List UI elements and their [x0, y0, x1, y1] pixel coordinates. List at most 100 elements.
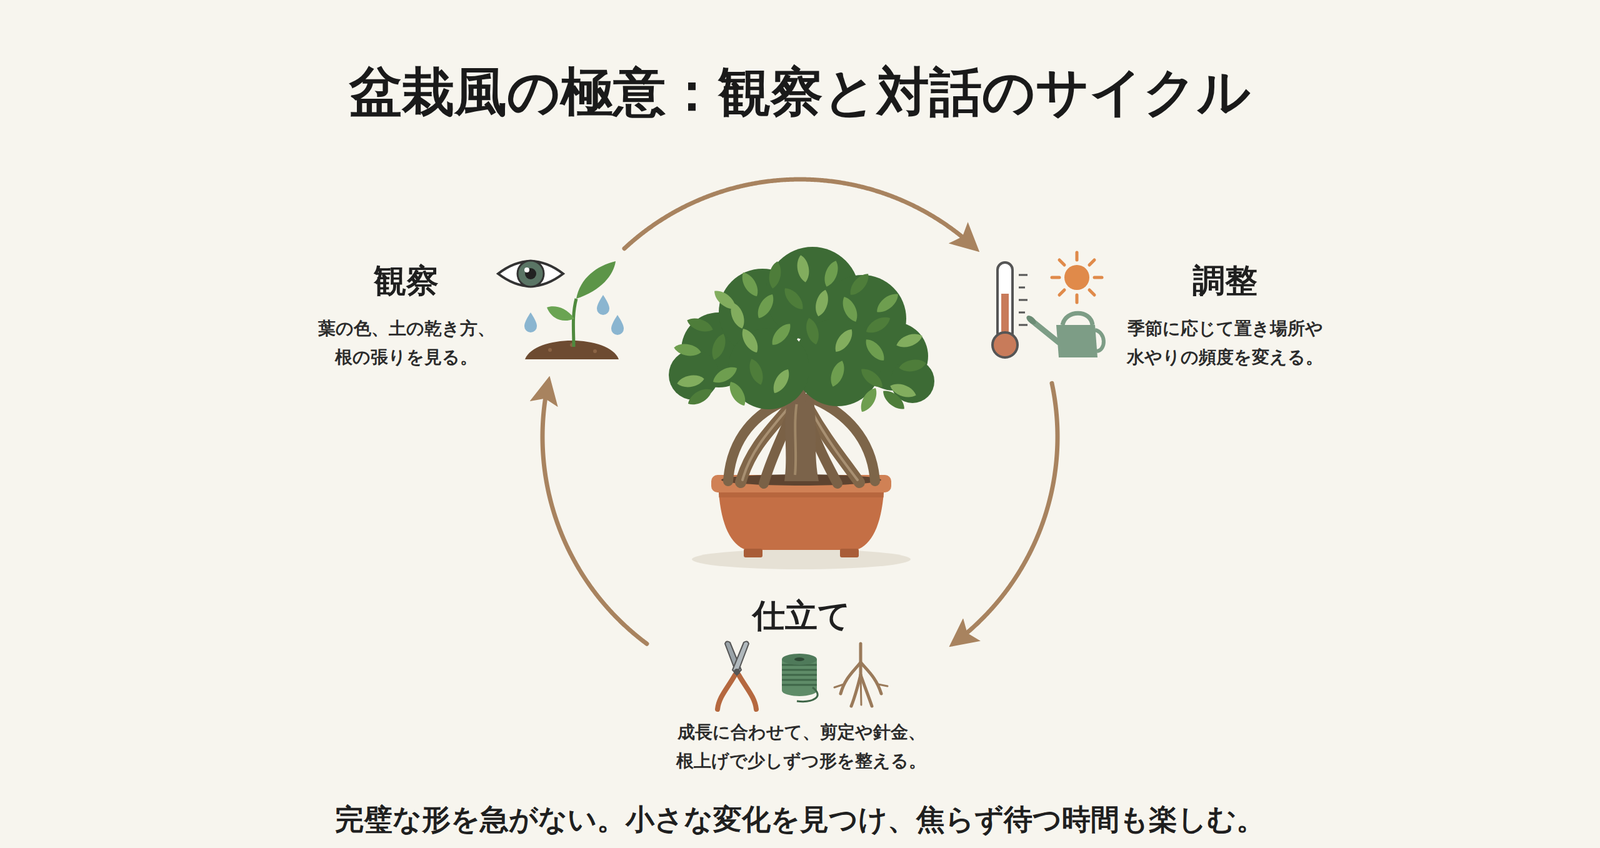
eye-icon [498, 260, 564, 287]
bonsai-illustration [821, 258, 842, 289]
thermometer-icon [992, 332, 1018, 358]
bonsai-illustration [743, 548, 763, 558]
bonsai-illustration [708, 331, 729, 362]
roots-icon [878, 684, 888, 687]
bonsai-illustration [861, 335, 889, 364]
thermometer-icon [1018, 274, 1028, 277]
bonsai-illustration [766, 260, 783, 290]
step-description: 葉の色、土の乾き方、根の張りを見る。 [314, 314, 499, 372]
sprout-icon [573, 298, 577, 347]
bonsai-illustration [780, 284, 807, 313]
diagram-title: 盆栽風の極意：観察と対話のサイクル [0, 60, 1600, 124]
bonsai-illustration [879, 386, 908, 414]
bonsai-illustration [738, 269, 762, 299]
bonsai-illustration [827, 358, 848, 389]
thermometer-icon [1018, 275, 1028, 325]
roots-icon [834, 643, 888, 707]
wire-spool-icon [781, 674, 817, 677]
step-heading: 観察 [303, 261, 510, 300]
roots-icon [851, 675, 861, 707]
bonsai-illustration [710, 363, 740, 387]
cycle-arrow [542, 384, 647, 644]
bonsai-illustration [742, 407, 789, 480]
cycle-arrow [955, 383, 1058, 642]
bonsai-canopy [668, 246, 935, 410]
bonsai-illustration [685, 385, 715, 409]
sun-icon [1089, 290, 1095, 295]
sun-icon [1051, 252, 1102, 303]
sprout-icon [576, 261, 616, 299]
wire-spool-icon [781, 653, 817, 665]
thermometer-icon [1018, 324, 1028, 327]
bonsai-illustration [769, 366, 794, 396]
bonsai-illustration [691, 549, 911, 570]
bonsai-illustration [668, 350, 719, 400]
water-drop [596, 295, 610, 315]
bonsai-illustration [840, 548, 859, 558]
water-drop [611, 315, 624, 335]
wire-spool-icon [781, 684, 817, 687]
wire-spool-icon [794, 657, 805, 662]
shears-icon [738, 675, 757, 710]
sun-icon [1089, 260, 1095, 265]
sun-icon [1051, 252, 1102, 303]
diagram-caption: 完璧な形を急がない。小さな変化を見つけ、焦らず待つ時間も楽しむ。 [0, 801, 1600, 837]
step-text-column: 仕立て成長に合わせて、剪定や針金、根上げで少しずつ形を整える。 [673, 596, 930, 776]
bonsai-illustration [846, 270, 873, 299]
step-text-column: 調整季節に応じて置き場所や水やりの頻度を変える。 [1121, 261, 1329, 372]
bonsai-illustration [725, 378, 750, 409]
step-heading: 調整 [1121, 261, 1329, 300]
shears-icon [717, 641, 757, 710]
roots-icon [860, 675, 862, 705]
sun-icon [1059, 290, 1065, 295]
bonsai-illustration [668, 246, 935, 570]
bonsai-illustration [863, 313, 893, 337]
bonsai-illustration [718, 492, 884, 550]
bonsai-illustration [856, 385, 881, 415]
cycle-step: 仕立て成長に合わせて、剪定や針金、根上げで少しずつ形を整える。 [658, 593, 944, 776]
thermometer-icon [1018, 311, 1025, 314]
cycle-arrow [624, 179, 974, 249]
bonsai-illustration [795, 398, 798, 475]
sprout-icon [546, 306, 575, 321]
wire-spool-icon [781, 665, 817, 685]
shears-icon [717, 675, 735, 710]
thermometer-icon [1018, 286, 1025, 289]
bonsai-illustration [803, 316, 822, 346]
step-description: 成長に合わせて、剪定や針金、根上げで少しずつ形を整える。 [674, 718, 929, 776]
bonsai-illustration [746, 356, 767, 387]
sun-icon [1094, 276, 1102, 280]
sprout-icon [548, 348, 552, 352]
watering-can-icon [1025, 313, 1104, 358]
eye-icon [498, 261, 564, 287]
bonsai-illustration [795, 254, 811, 284]
sprout-icon [525, 340, 619, 360]
sun-icon [1075, 252, 1079, 260]
step-text-column: 観察葉の色、土の乾き方、根の張りを見る。 [303, 261, 510, 372]
cycle-step: 観察葉の色、土の乾き方、根の張りを見る。 [296, 260, 625, 373]
bonsai-illustration [738, 325, 762, 355]
wire-spool-icon [781, 669, 817, 672]
bonsai-illustration [898, 357, 927, 374]
bonsai-illustration [753, 291, 778, 321]
watering-can-icon [1056, 325, 1098, 358]
wire-spool-icon [781, 653, 818, 702]
bonsai-illustration [718, 492, 884, 498]
step-description: 季節に応じて置き場所や水やりの頻度を変える。 [1124, 314, 1326, 372]
cycle-step: 調整季節に応じて置き場所や水やりの頻度を変える。 [985, 255, 1342, 372]
bonsai-illustration [839, 294, 862, 324]
bonsai-illustration [857, 365, 886, 392]
bonsai-illustration [784, 393, 819, 482]
sprout-icon [525, 261, 619, 360]
sun-icon [1059, 260, 1065, 265]
sun-icon [1051, 276, 1060, 280]
shears-icon [732, 641, 749, 675]
bonsai-illustration [894, 330, 925, 351]
bonsai-illustration [873, 290, 902, 317]
